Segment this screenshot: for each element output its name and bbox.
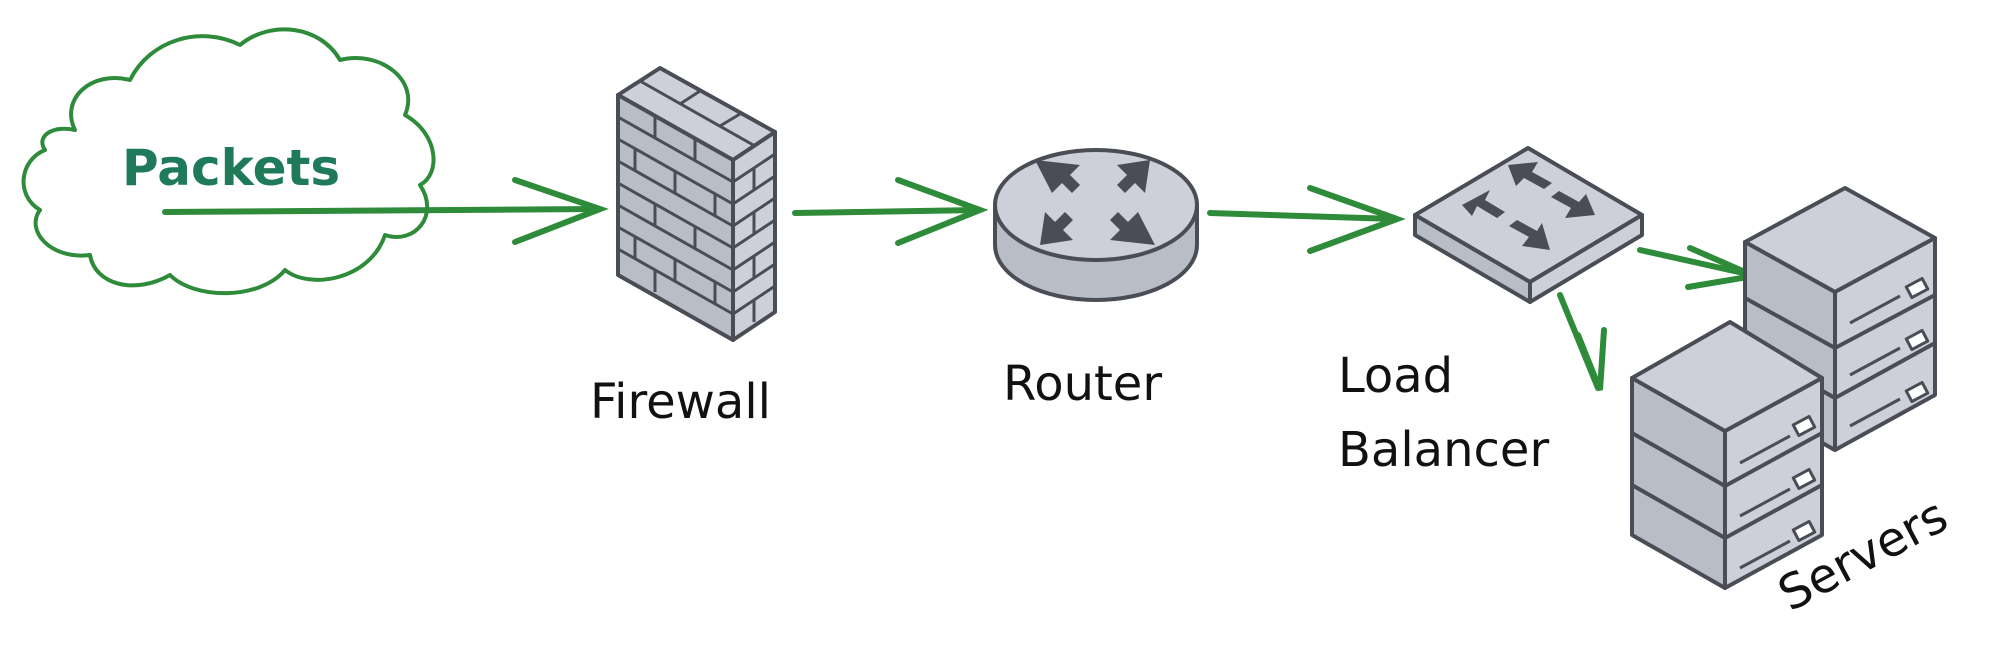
servers-node: Servers	[1630, 186, 1957, 623]
arrow-loadbalancer-to-servers-upper	[1637, 245, 1765, 290]
firewall-node: Firewall	[590, 66, 777, 430]
server-stack-front	[1630, 320, 1824, 590]
arrow-packets-to-firewall	[162, 177, 609, 245]
load-balancer-label-line2: Balancer	[1338, 422, 1549, 478]
brick-wall-icon	[616, 66, 777, 342]
arrow-loadbalancer-to-servers-lower	[1557, 292, 1607, 392]
router-node: Router	[993, 148, 1199, 412]
network-switch-icon	[1413, 146, 1644, 304]
router-label: Router	[1003, 356, 1162, 412]
arrow-firewall-to-router	[792, 177, 989, 246]
arrow-router-to-loadbalancer	[1207, 185, 1406, 254]
cloud-icon	[21, 27, 436, 296]
load-balancer-node: Load Balancer	[1338, 146, 1644, 478]
packets-label: Packets	[122, 139, 340, 197]
packets-node: Packets	[21, 27, 436, 296]
firewall-label: Firewall	[590, 374, 771, 430]
router-icon	[993, 148, 1199, 302]
server-stack-icon	[1630, 186, 1937, 590]
router-arrows-icon	[1035, 160, 1155, 245]
load-balancer-label-line1: Load	[1338, 348, 1453, 404]
